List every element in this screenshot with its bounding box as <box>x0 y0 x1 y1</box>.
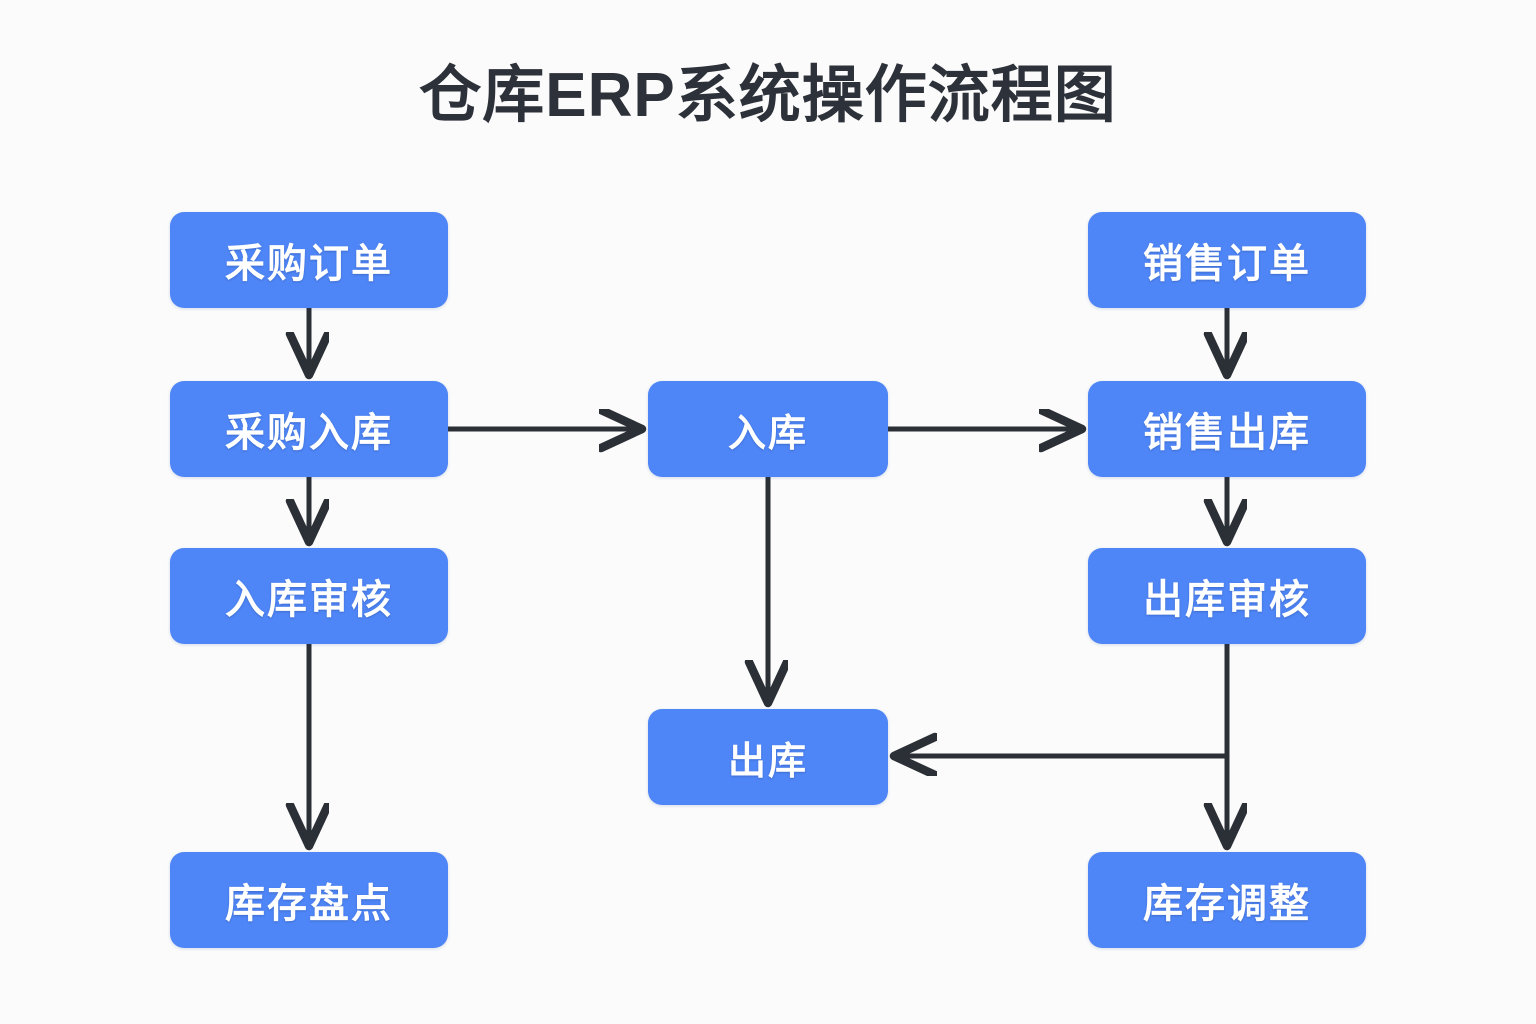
node-purchase-order[interactable]: 采购订单 <box>170 212 448 308</box>
node-inbound-review[interactable]: 入库审核 <box>170 548 448 644</box>
node-sales-order[interactable]: 销售订单 <box>1088 212 1366 308</box>
node-stock-count[interactable]: 库存盘点 <box>170 852 448 948</box>
node-outbound-review[interactable]: 出库审核 <box>1088 548 1366 644</box>
node-label: 采购入库 <box>225 411 393 455</box>
node-outbound[interactable]: 出库 <box>648 709 888 805</box>
node-label: 销售订单 <box>1143 242 1311 286</box>
node-label: 库存盘点 <box>225 882 393 926</box>
node-purchase-inbound[interactable]: 采购入库 <box>170 381 448 477</box>
node-label: 采购订单 <box>225 242 393 286</box>
node-label: 库存调整 <box>1143 882 1311 926</box>
node-label: 出库审核 <box>1143 578 1311 622</box>
node-sales-outbound[interactable]: 销售出库 <box>1088 381 1366 477</box>
node-label: 入库 <box>727 412 808 455</box>
node-stock-adjust[interactable]: 库存调整 <box>1088 852 1366 948</box>
page-title: 仓库ERP系统操作流程图 <box>419 61 1117 130</box>
node-inbound[interactable]: 入库 <box>648 381 888 477</box>
node-label: 销售出库 <box>1143 411 1311 455</box>
node-label: 出库 <box>727 740 808 783</box>
node-label: 入库审核 <box>225 578 393 622</box>
